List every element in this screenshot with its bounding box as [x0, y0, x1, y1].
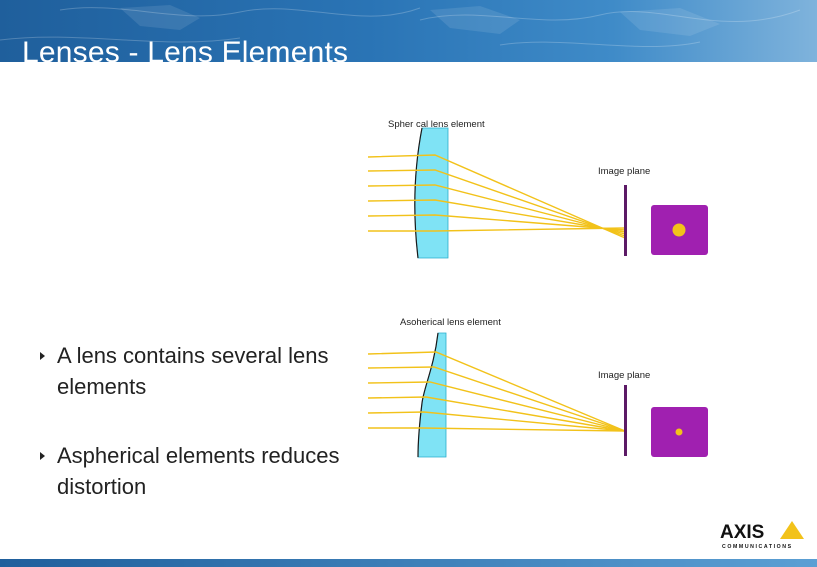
title-mask: [0, 62, 817, 92]
spherical-light-rays: [367, 154, 626, 239]
logo-tagline: COMMUNICATIONS: [722, 544, 793, 550]
axis-logo: AXIS COMMUNICATIONS: [720, 521, 804, 550]
spherical-caption: Spher cal lens element: [388, 119, 485, 130]
spherical-image-plane: [624, 185, 627, 256]
world-map-background: [0, 5, 801, 48]
spherical-lens-shape: [414, 127, 449, 259]
aspherical-lens-curve: [417, 332, 439, 458]
spherical-blurred-spot: [672, 223, 686, 237]
bullet-marker-icon: [40, 452, 45, 460]
spherical-image-plane-label: Image plane: [598, 166, 650, 177]
logo-wordmark: AXIS: [720, 522, 764, 543]
spherical-lens-curve: [414, 127, 423, 259]
aspherical-light-rays: [367, 351, 626, 432]
bullet-text: A lens contains several lens elements: [57, 343, 329, 399]
spherical-lens-diagram: Spher cal lens element Image plane: [367, 119, 708, 259]
aspherical-lens-diagram: Asoherical lens element Image plane: [367, 317, 708, 458]
footer-bar: [0, 559, 817, 567]
bullet-item: A lens contains several lens elements: [40, 340, 357, 402]
header-banner: [0, 0, 817, 62]
aspherical-caption: Asoherical lens element: [400, 317, 501, 328]
logo-triangle-icon: [780, 521, 804, 539]
aspherical-image-plane-label: Image plane: [598, 370, 650, 381]
aspherical-focused-spot: [675, 428, 683, 436]
bullet-item: Aspherical elements reduces distortion: [40, 440, 357, 502]
bullet-marker-icon: [40, 352, 45, 360]
bullet-text: Aspherical elements reduces distortion: [57, 443, 340, 499]
aspherical-image-plane: [624, 385, 627, 456]
bullet-list: A lens contains several lens elements As…: [40, 340, 357, 502]
